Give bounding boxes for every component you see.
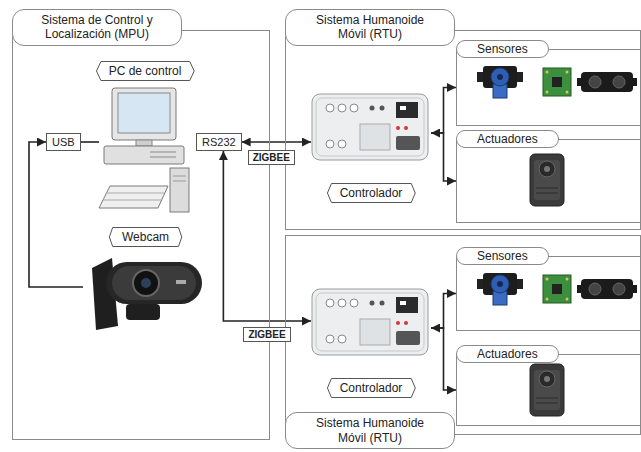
- link-line: [242, 141, 311, 143]
- sensor-pictures: [477, 66, 637, 98]
- panel-title: Sistema Humanoide Móvil (RTU): [304, 13, 436, 42]
- computer-picture: [150, 152, 176, 153]
- controller-unit: Controlador: [311, 288, 431, 398]
- computer-unit: PC de control: [99, 61, 191, 216]
- port-box: RS232: [196, 133, 242, 151]
- device-name: Webcam: [122, 230, 169, 244]
- webcam-picture: [106, 262, 202, 304]
- port-box: USB: [46, 133, 81, 151]
- title-tab: Sensores: [456, 40, 549, 58]
- computer-picture: [150, 157, 176, 158]
- hexagon-label: PC de control: [96, 61, 195, 81]
- computer-picture: [104, 146, 184, 164]
- component-group: Sensores: [456, 49, 641, 126]
- system-panel: Sistema de Control y Localización (MPU)P…: [12, 30, 270, 440]
- webcam-unit: Webcam: [83, 227, 208, 335]
- hexagon-outline: [96, 62, 194, 81]
- webcam-picture: [141, 278, 151, 288]
- controller-unit: Controlador: [311, 93, 431, 203]
- component-group: Actuadores: [456, 139, 641, 223]
- title-tab: Sistema Humanoide Móvil (RTU): [285, 412, 455, 449]
- link-line: [431, 294, 456, 329]
- link-line: [431, 88, 456, 134]
- webcam-picture: [133, 270, 159, 296]
- webcam-picture: [126, 304, 160, 320]
- link-line: [81, 141, 99, 143]
- webcam-picture: [112, 266, 196, 300]
- computer-picture: [99, 186, 168, 208]
- device-name: Controlador: [340, 186, 403, 200]
- link-line: [431, 328, 456, 390]
- hexagon-outline: [327, 379, 415, 398]
- hexagon-label: Webcam: [109, 227, 182, 247]
- hexagon-label: Controlador: [327, 378, 416, 398]
- controller-picture: [312, 94, 428, 160]
- computer-picture: [170, 168, 189, 212]
- title-tab: Sistema Humanoide Móvil (RTU): [285, 9, 455, 46]
- group-title: Sensores: [477, 42, 528, 56]
- port-label: USB: [52, 136, 75, 148]
- title-tab: Actuadores: [456, 130, 559, 148]
- hexagon-outline: [327, 184, 415, 203]
- group-title: Sensores: [477, 249, 528, 263]
- title-tab: Sensores: [456, 247, 549, 265]
- component-group: Sensores: [456, 256, 641, 331]
- computer-picture: [112, 88, 176, 140]
- group-title: Actuadores: [477, 347, 538, 361]
- link-label: ZIGBEE: [253, 152, 290, 163]
- title-tab: Actuadores: [456, 345, 559, 363]
- computer-picture: [118, 93, 170, 133]
- webcam-picture: [92, 258, 202, 330]
- port-label: RS232: [202, 136, 236, 148]
- title-tab: Sistema de Control y Localización (MPU): [12, 9, 182, 46]
- computer-picture: [173, 181, 186, 182]
- hexagon-outline: [109, 228, 181, 247]
- link-label: ZIGBEE: [248, 329, 285, 340]
- group-title: Actuadores: [477, 132, 538, 146]
- system-panel: Sistema Humanoide Móvil (RTU)Controlador…: [285, 235, 641, 435]
- computer-picture: [136, 140, 152, 146]
- panel-title: Sistema Humanoide Móvil (RTU): [304, 416, 436, 445]
- device-name: Controlador: [340, 381, 403, 395]
- hexagon-label: Controlador: [327, 183, 416, 203]
- computer-picture: [103, 200, 161, 201]
- component-group: Actuadores: [456, 354, 641, 426]
- link-label-box: ZIGBEE: [243, 327, 290, 342]
- computer-picture: [106, 193, 164, 194]
- device-name: PC de control: [109, 64, 182, 78]
- link-line: [223, 151, 311, 321]
- link-line: [29, 142, 83, 287]
- sensor-pictures: [477, 273, 637, 305]
- system-panel: Sistema Humanoide Móvil (RTU)Controlador…: [285, 30, 641, 230]
- link-line: [431, 133, 456, 181]
- webcam-picture: [176, 280, 186, 284]
- computer-picture: [173, 176, 186, 177]
- servo-picture: [530, 364, 564, 416]
- panel-title: Sistema de Control y Localización (MPU): [31, 13, 163, 42]
- link-label-box: ZIGBEE: [248, 150, 295, 165]
- servo-picture: [530, 154, 564, 206]
- controller-picture: [312, 289, 428, 355]
- computer-picture: [99, 88, 189, 212]
